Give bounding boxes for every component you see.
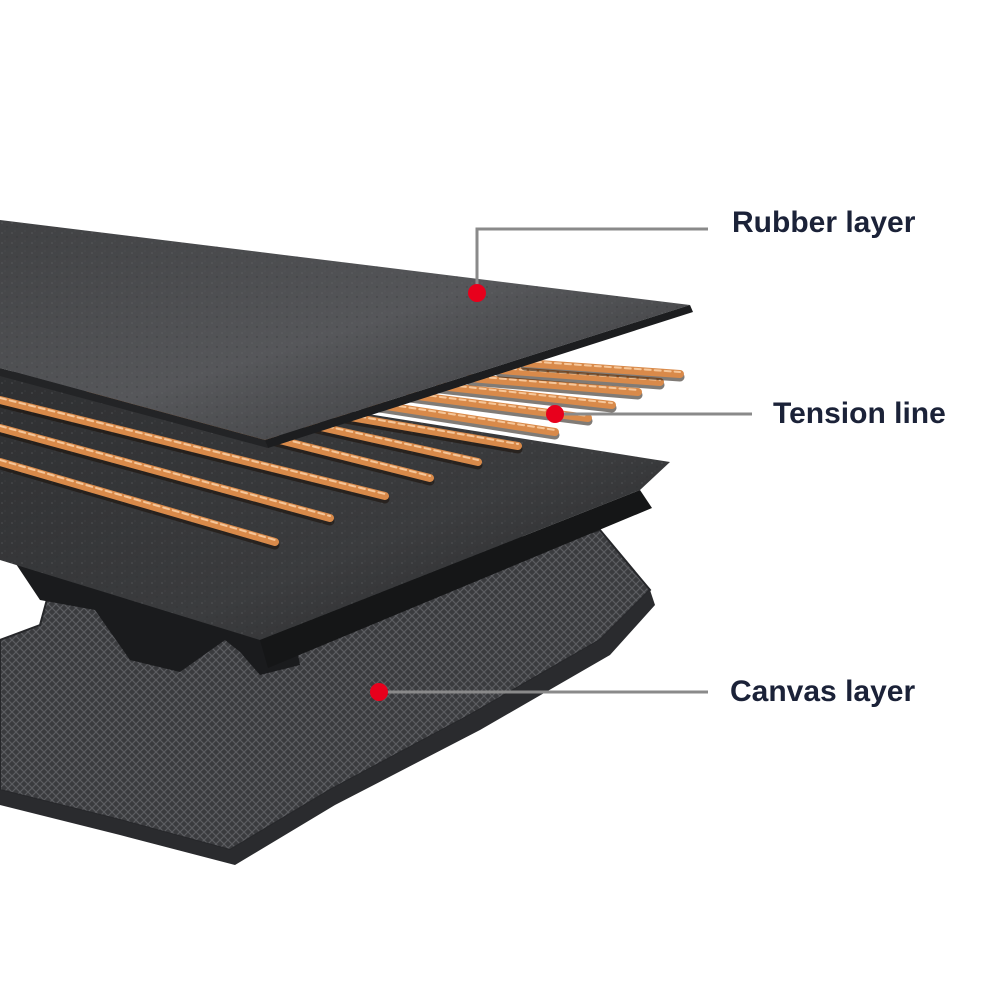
tension-cord — [0, 458, 279, 546]
tension-cord-highlight — [0, 459, 276, 541]
tension-cord-highlight — [0, 397, 386, 495]
tension-cord — [466, 374, 642, 396]
tension-cord-highlight — [0, 425, 331, 517]
canvas-layer-label: Canvas layer — [730, 675, 916, 708]
tension-cord — [0, 396, 389, 500]
tension-cord-highlight — [469, 375, 639, 391]
leader-lines — [379, 227, 752, 694]
rubber-layer-shape — [0, 220, 693, 448]
tension-cords — [0, 359, 685, 550]
tension-cord-highlight — [199, 397, 479, 461]
tension-cord — [496, 366, 664, 386]
tension-cord — [521, 359, 684, 378]
rubber-layer-label: Rubber layer — [732, 206, 916, 239]
tension-marker-dot — [546, 405, 564, 423]
tension-line-label: Tension line — [773, 397, 946, 430]
rubber-marker-dot — [468, 284, 486, 302]
tension-cord — [436, 382, 616, 409]
rubber-leader-line — [475, 227, 708, 293]
canvas-marker-dot — [370, 683, 388, 701]
marker-dots — [370, 284, 564, 701]
tension-cord — [0, 424, 334, 522]
tension-cord-highlight — [439, 383, 613, 404]
tension-cord-highlight — [524, 360, 681, 373]
middle-rubber-layer-shape — [0, 370, 670, 675]
